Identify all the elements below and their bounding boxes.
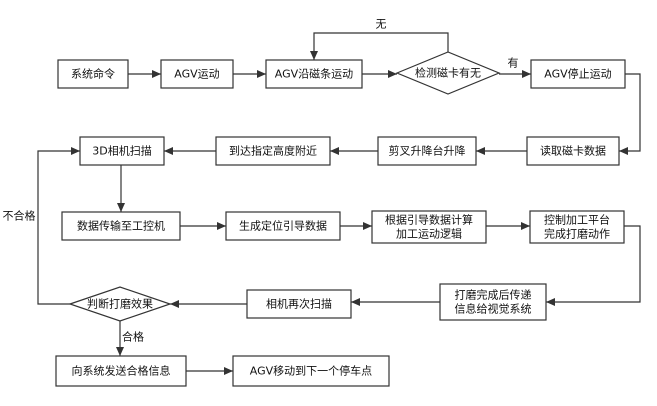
edge-arrow xyxy=(619,73,641,155)
node-label: 加工运动逻辑 xyxy=(396,227,462,241)
process-box xyxy=(371,210,487,244)
node-label: 控制加工平台 xyxy=(544,213,610,227)
edges-layer xyxy=(37,32,641,375)
node-label: 向系统发送合格信息 xyxy=(72,364,171,378)
process-box xyxy=(265,59,363,89)
node-agv-track: AGV沿磁条运动 xyxy=(265,59,363,89)
node-next-stop: AGV移动到下一个停车点 xyxy=(232,355,390,387)
process-box xyxy=(529,210,625,244)
edge-arrow xyxy=(37,147,80,305)
node-label: 系统命令 xyxy=(71,67,115,81)
edge-label: 合格 xyxy=(122,330,144,344)
edge-arrow xyxy=(546,225,641,306)
process-box xyxy=(215,136,331,166)
process-box xyxy=(55,355,187,387)
edge-label: 有 xyxy=(508,56,519,70)
process-box xyxy=(79,136,165,166)
node-label: 剪叉升降台升降 xyxy=(389,144,466,158)
node-read-card: 读取磁卡数据 xyxy=(526,136,620,166)
process-box xyxy=(225,211,341,241)
node-label: 根据引导数据计算 xyxy=(385,213,473,227)
node-send-ok: 向系统发送合格信息 xyxy=(55,355,187,387)
node-label: 生成定位引导数据 xyxy=(239,219,327,233)
node-agv-stop: AGV停止运动 xyxy=(530,59,626,89)
process-box xyxy=(439,283,547,321)
node-label: 判断打磨效果 xyxy=(87,297,153,311)
node-label: AGV停止运动 xyxy=(544,67,611,81)
edge-label: 无 xyxy=(376,18,387,31)
process-box xyxy=(377,136,477,166)
node-reach-height: 到达指定高度附近 xyxy=(215,136,331,166)
node-label: 3D相机扫描 xyxy=(92,144,151,158)
process-box xyxy=(526,136,620,166)
node-label: 完成打磨动作 xyxy=(544,227,610,241)
node-lift: 剪叉升降台升降 xyxy=(377,136,477,166)
edge-arrow xyxy=(310,32,449,60)
process-box xyxy=(232,355,390,387)
node-label: 信息给视觉系统 xyxy=(455,302,532,316)
node-agv-move: AGV运动 xyxy=(160,59,234,89)
node-label: 相机再次扫描 xyxy=(266,297,332,311)
node-rescan: 相机再次扫描 xyxy=(246,289,352,319)
node-judge: 判断打磨效果 xyxy=(68,286,172,322)
node-label: 到达指定高度附近 xyxy=(229,144,317,158)
node-label: 数据传输至工控机 xyxy=(77,219,165,233)
edge-label: 不合格 xyxy=(3,209,36,223)
node-label: AGV沿磁条运动 xyxy=(275,67,353,81)
node-label: AGV运动 xyxy=(174,68,219,81)
node-check-card: 检测磁卡有无 xyxy=(395,51,501,95)
node-label: 检测磁卡有无 xyxy=(415,66,481,80)
process-box xyxy=(246,289,352,319)
decision-diamond xyxy=(395,51,501,95)
node-scan3d: 3D相机扫描 xyxy=(79,136,165,166)
node-gen-locate: 生成定位引导数据 xyxy=(225,211,341,241)
process-box xyxy=(61,211,181,241)
process-box xyxy=(160,59,234,89)
decision-diamond xyxy=(68,286,172,322)
process-box xyxy=(530,59,626,89)
process-box xyxy=(57,59,129,89)
node-label: AGV移动到下一个停车点 xyxy=(250,364,372,378)
node-label: 打磨完成后传递 xyxy=(455,288,532,302)
node-cmd: 系统命令 xyxy=(57,59,129,89)
node-label: 读取磁卡数据 xyxy=(540,144,606,158)
node-transfer: 数据传输至工控机 xyxy=(61,211,181,241)
